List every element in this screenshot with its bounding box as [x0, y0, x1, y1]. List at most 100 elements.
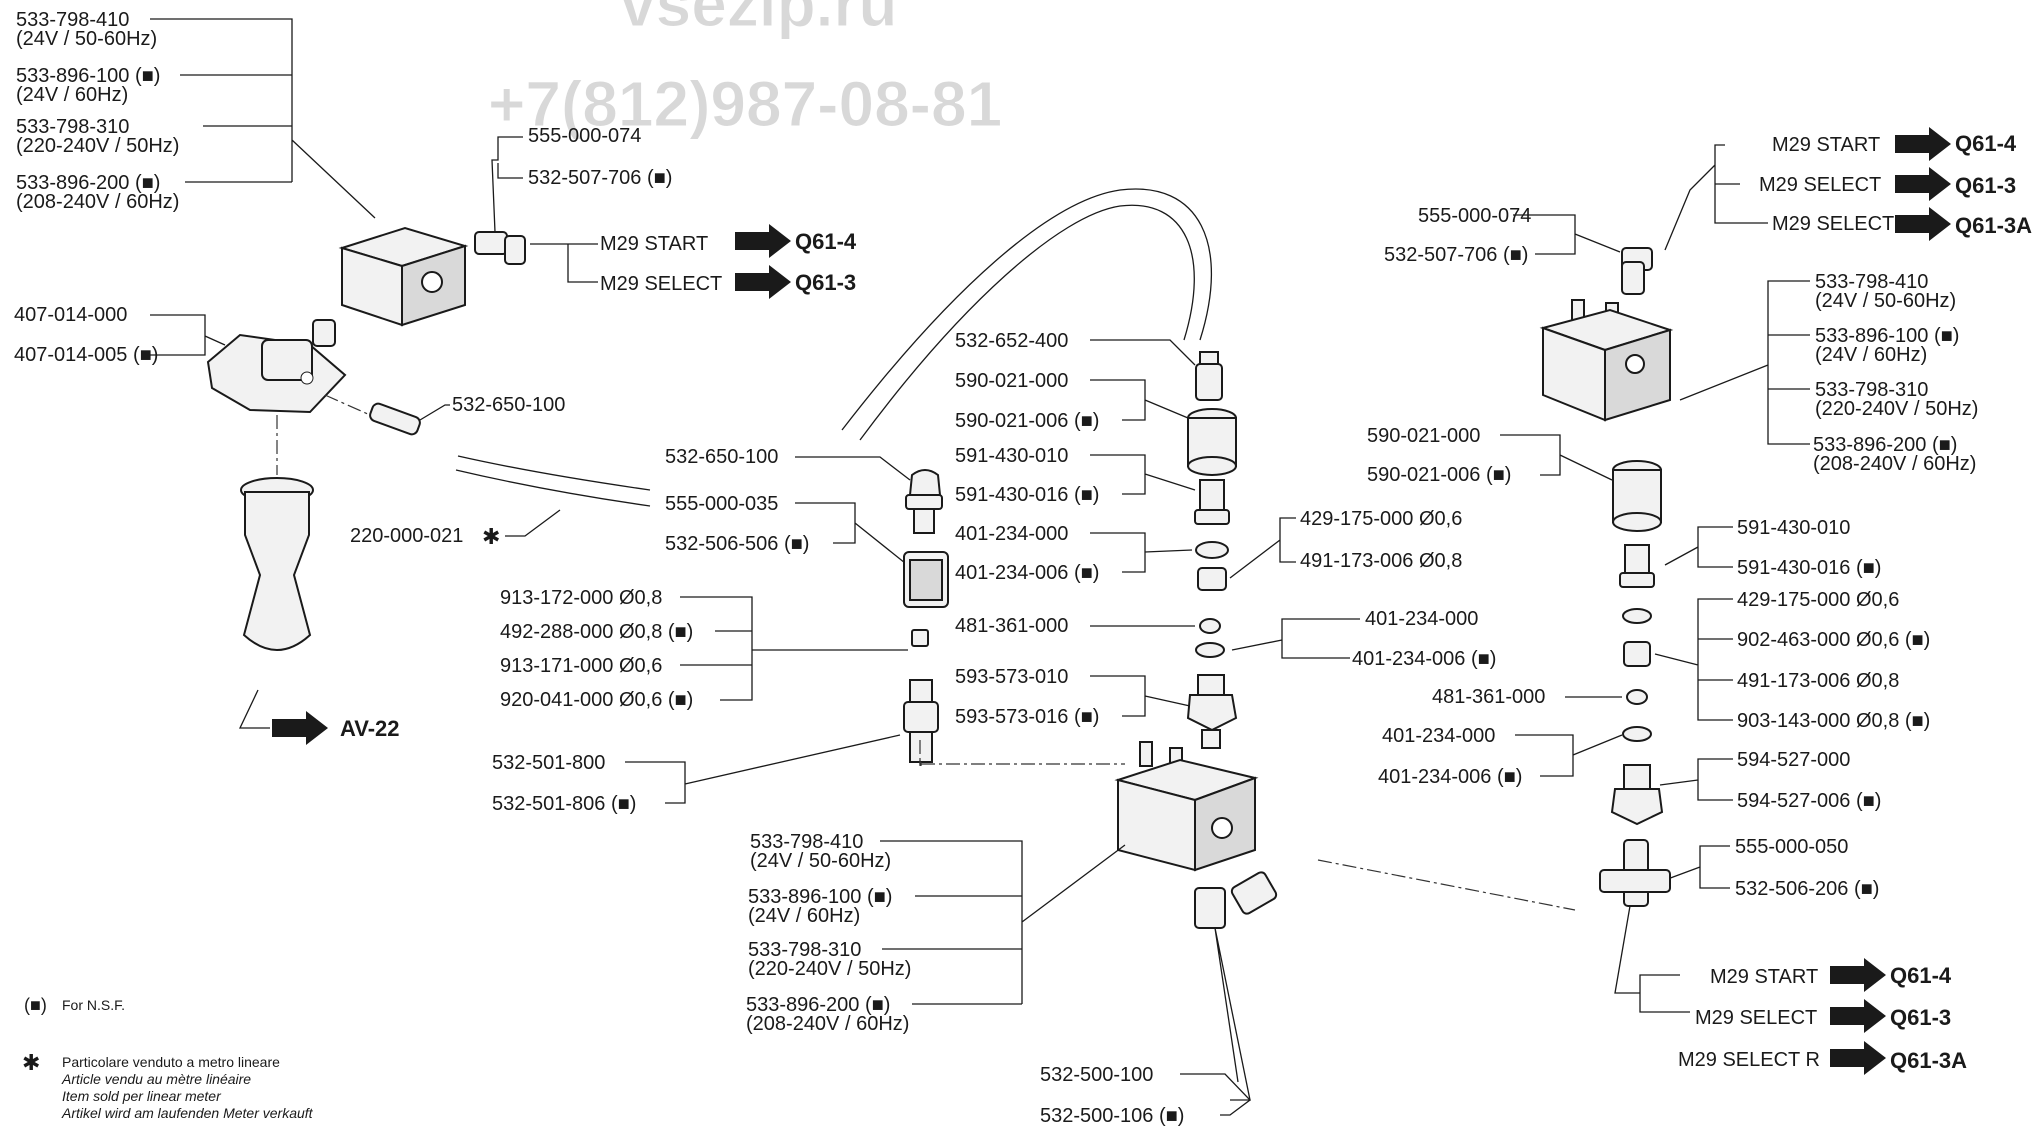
center-jet-label-3: 913-171-000 Ø0,6: [500, 655, 662, 677]
center-coil-code-4: 533-896-200 (■): [746, 994, 890, 1016]
stack-label-7: 481-361-000: [955, 615, 1068, 637]
left-av-leader: [238, 689, 270, 729]
arrow-icon: [1830, 1041, 1886, 1075]
arrow-icon: [1830, 958, 1886, 992]
center-fitting-leader: [625, 734, 901, 804]
stack-label-3: 591-430-010: [955, 445, 1068, 467]
right-jet-label-4: 903-143-000 Ø0,8 (■): [1737, 710, 1930, 732]
right-valve-seat: [1610, 764, 1664, 826]
right-fitting-leader: [1664, 526, 1733, 568]
legend-line-3: Item sold per linear meter: [62, 1088, 222, 1104]
center-coil-spec-2: (24V / 60Hz): [748, 905, 860, 927]
washer-leader: [1231, 618, 1360, 659]
right-solenoid-coil: [1539, 299, 1674, 422]
right-group: M29 START Q61-4 M29 SELECT Q61-3 M29 SEL…: [1367, 127, 2032, 1075]
center-adapter-leader: [795, 456, 911, 481]
left-elbow-label-2: 532-507-706 (■): [528, 167, 672, 189]
center-stack-washer: [1195, 541, 1229, 559]
left-elbow-label-1: 555-000-074: [528, 125, 641, 147]
right-nut-label-2: 590-021-006 (■): [1367, 464, 1511, 486]
watermark-site: vsezip.ru: [620, 0, 897, 40]
stack-label-8: 593-573-010: [955, 666, 1068, 688]
arrow-icon: [1895, 127, 1951, 161]
right-jet-label-2: 902-463-000 Ø0,6 (■): [1737, 629, 1930, 651]
right-washer-b-leader: [1515, 734, 1623, 777]
right-fitting-label-2: 591-430-016 (■): [1737, 557, 1881, 579]
gicleur-label-1: 429-175-000 Ø0,6: [1300, 508, 1462, 530]
right-coil-code-1: 533-798-410: [1815, 271, 1928, 293]
stack-label-6: 401-234-006 (■): [955, 562, 1099, 584]
center-elbow-fitting: [1194, 871, 1278, 929]
center-jet: [911, 629, 929, 647]
right-elbow-leader: [1513, 214, 1621, 255]
center-group: 532-650-100 555-000-035 532-506-506 (■) …: [492, 188, 1576, 1127]
right-valve-leader: [1659, 758, 1733, 801]
left-coil-spec-2: (24V / 60Hz): [16, 84, 128, 106]
right-bottom-label-3: M29 SELECT R: [1678, 1049, 1820, 1071]
right-elbow-label-1: 555-000-074: [1418, 205, 1531, 227]
left-coil-spec-4: (208-240V / 60Hz): [16, 191, 179, 213]
left-arrow-target-2: Q61-3: [795, 270, 856, 295]
right-arrow-label-2: M29 SELECT: [1759, 174, 1881, 196]
center-coil-code-2: 533-896-100 (■): [748, 886, 892, 908]
left-coil-leader: [150, 18, 376, 219]
arrow-icon: [272, 711, 328, 745]
right-gasket: [1626, 689, 1648, 705]
center-jet-leader: [680, 596, 908, 701]
centerline: [1317, 859, 1576, 911]
center-fitting: [903, 679, 939, 763]
washer-label-2: 401-234-006 (■): [1352, 648, 1496, 670]
center-nut-leader: [795, 502, 906, 564]
stack-label-1: 590-021-000: [955, 370, 1068, 392]
right-arrow-target-3: Q61-3A: [1955, 213, 2032, 238]
center-nut-label-1: 555-000-035: [665, 493, 778, 515]
right-bottom-target-3: Q61-3A: [1890, 1048, 1967, 1073]
center-tube-leader: [1090, 339, 1196, 366]
right-nut-leader: [1500, 434, 1613, 481]
left-nozzle: [369, 402, 421, 436]
right-bottom-target-1: Q61-4: [1890, 963, 1952, 988]
left-hose-line-b: [455, 469, 651, 507]
center-stack-gicleur: [1197, 567, 1227, 591]
center-coil-leader: [880, 840, 1126, 1005]
right-arrow-target-1: Q61-4: [1955, 131, 2017, 156]
arrow-icon: [735, 224, 791, 258]
stack-label-5: 401-234-000: [955, 523, 1068, 545]
center-tube-outer: [841, 188, 1213, 431]
right-jet-label-1: 429-175-000 Ø0,6: [1737, 589, 1899, 611]
center-elbow-label-2: 532-500-106 (■): [1040, 1105, 1184, 1127]
legend: (■) For N.S.F. ✱ Particolare venduto a m…: [22, 995, 314, 1121]
left-coil-code-3: 533-798-310: [16, 116, 129, 138]
right-coil-spec-4: (208-240V / 60Hz): [1813, 453, 1976, 475]
left-coil-spec-1: (24V / 50-60Hz): [16, 28, 157, 50]
center-tube-label: 532-652-400: [955, 330, 1068, 352]
center-nut: [903, 551, 949, 608]
stack-label-4: 591-430-016 (■): [955, 484, 1099, 506]
center-jet-label-4: 920-041-000 Ø0,6 (■): [500, 689, 693, 711]
right-washer-a: [1622, 608, 1652, 624]
center-fitting-label-1: 532-501-800: [492, 752, 605, 774]
right-washer-b: [1622, 726, 1652, 742]
left-arrow-label-2: M29 SELECT: [600, 273, 722, 295]
center-jet-label-1: 913-172-000 Ø0,8: [500, 587, 662, 609]
stack-leader-1: [1090, 379, 1189, 421]
right-gasket-label: 481-361-000: [1432, 686, 1545, 708]
arrow-icon: [1895, 167, 1951, 201]
legend-star-icon: ✱: [22, 1050, 40, 1075]
left-coil-code-1: 533-798-410: [16, 9, 129, 31]
stack-leader-2: [1090, 454, 1196, 495]
right-arrow-label-3: M29 SELECT R: [1772, 213, 1914, 235]
stack-leader-5: [1090, 675, 1191, 717]
right-valve-label-1: 594-527-000: [1737, 749, 1850, 771]
right-bottom-target-2: Q61-3: [1890, 1005, 1951, 1030]
left-coil-code-2: 533-896-100 (■): [16, 65, 160, 87]
center-adapter-label: 532-650-100: [665, 446, 778, 468]
right-elbow-label-2: 532-507-706 (■): [1384, 244, 1528, 266]
left-group: 533-798-410 (24V / 50-60Hz) 533-896-100 …: [14, 9, 857, 745]
right-coil-code-4: 533-896-200 (■): [1813, 434, 1957, 456]
center-stack-fitting: [1194, 479, 1230, 525]
right-bottom-label-1: M29 START: [1710, 966, 1818, 988]
center-stack-valve: [1186, 674, 1238, 749]
center-elbow-label-1: 532-500-100: [1040, 1064, 1153, 1086]
